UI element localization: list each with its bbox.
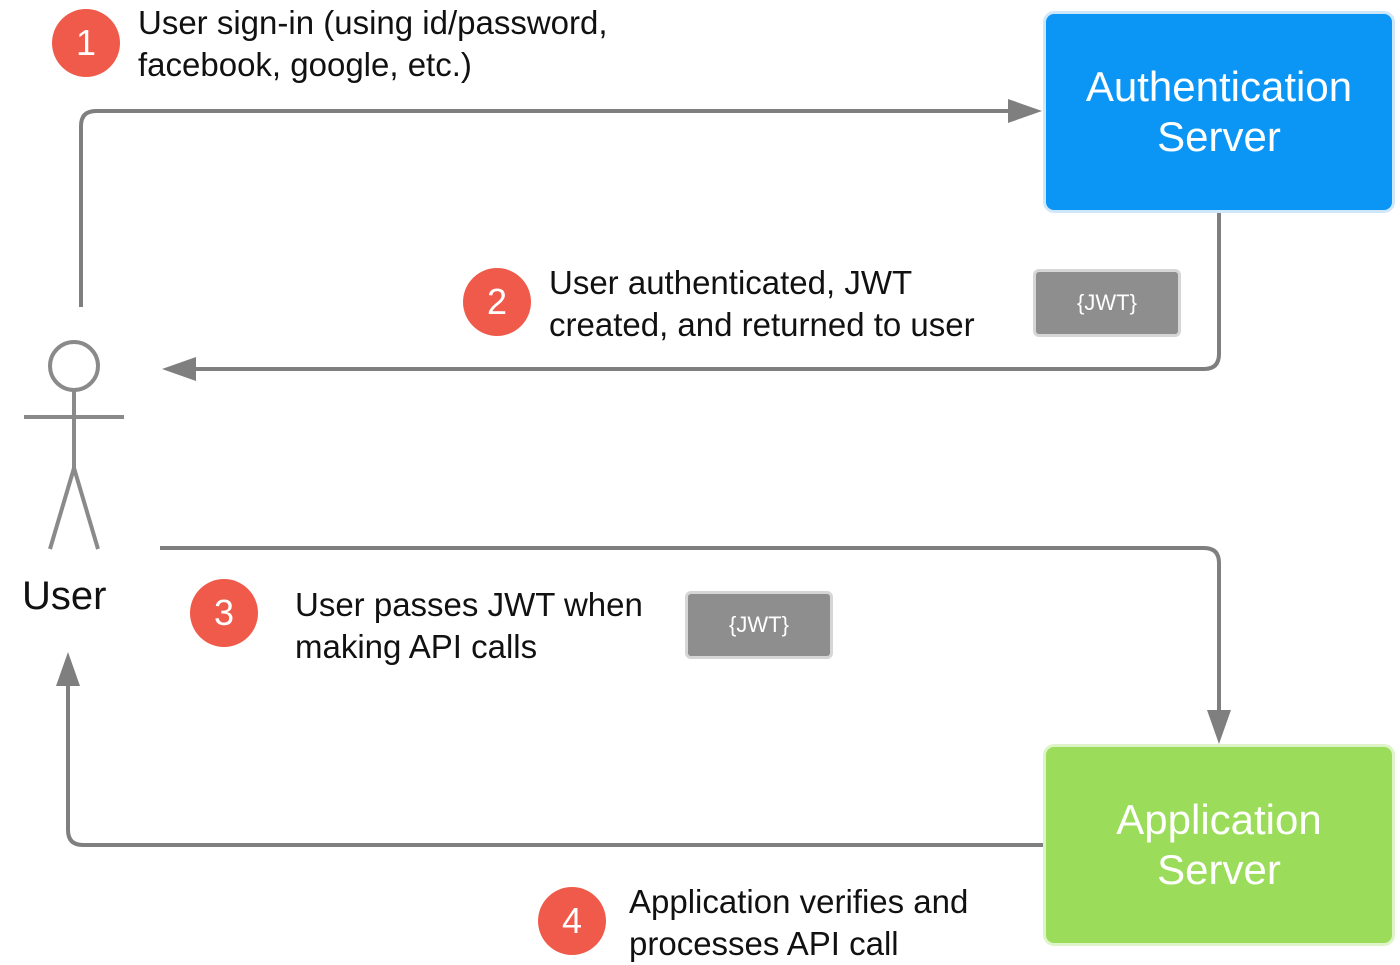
application-server-box: Application Server	[1046, 747, 1392, 943]
authentication-server-box: Authentication Server	[1046, 14, 1392, 210]
step-2-badge: 2	[463, 268, 531, 336]
step-4-line1: Application verifies and	[629, 883, 969, 920]
step-4-badge: 4	[538, 887, 606, 955]
arrow-api-call	[160, 546, 1221, 712]
step-2-line2: created, and returned to user	[549, 306, 975, 343]
step-2-line1: User authenticated, JWT	[549, 264, 913, 301]
step-2-description: User authenticated, JWT created, and ret…	[549, 262, 975, 346]
app-server-title-line1: Application	[1116, 796, 1322, 843]
arrowhead-api-response	[56, 652, 80, 686]
auth-server-title-line1: Authentication	[1085, 63, 1353, 110]
arrow-signin	[79, 109, 1012, 307]
arrow-jwt-returned	[196, 210, 1221, 371]
arrowhead-jwt-returned	[162, 357, 196, 381]
arrow-api-response	[66, 686, 1046, 847]
step-3-line2: making API calls	[295, 628, 538, 665]
step-1-line1: User sign-in (using id/password,	[138, 4, 608, 41]
arrowhead-signin	[1008, 99, 1042, 123]
step-3-badge: 3	[190, 579, 258, 647]
step-4-line2: processes API call	[629, 925, 899, 962]
jwt-token-step-3: {JWT}	[688, 594, 830, 656]
step-1-line2: facebook, google, etc.)	[138, 46, 472, 83]
arrowhead-api-call	[1207, 710, 1231, 744]
jwt-token-step-2: {JWT}	[1036, 272, 1178, 334]
user-label: User	[22, 574, 107, 618]
app-server-title-line2: Server	[1157, 846, 1281, 893]
step-3-line1: User passes JWT when	[295, 586, 643, 623]
step-3-description: User passes JWT when making API calls	[295, 584, 643, 668]
step-4-description: Application verifies and processes API c…	[629, 881, 968, 965]
user-stick-figure-icon	[24, 340, 124, 550]
step-1-description: User sign-in (using id/password, faceboo…	[138, 2, 608, 86]
step-1-badge: 1	[52, 9, 120, 77]
auth-server-title-line2: Server	[1157, 113, 1281, 160]
